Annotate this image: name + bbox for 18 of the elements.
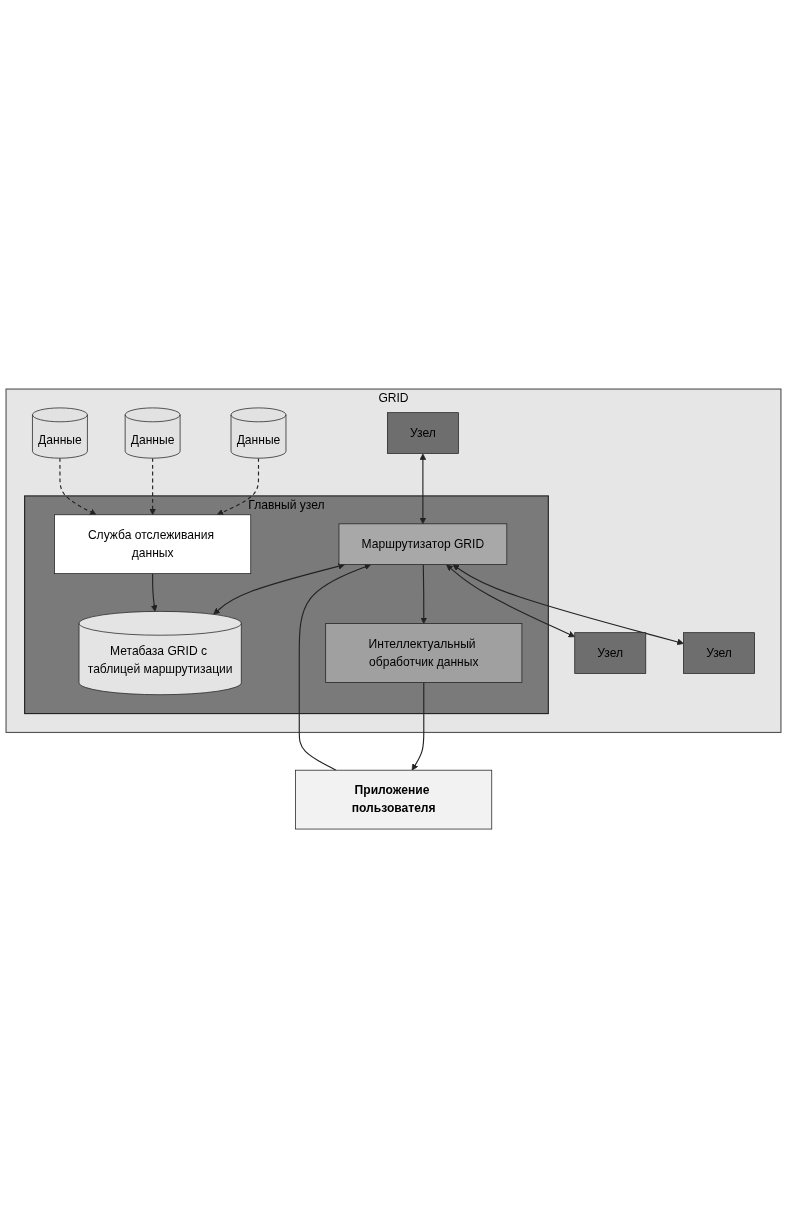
arrow	[452, 564, 684, 646]
arrow	[216, 458, 260, 516]
node-box: Приложение пользователя	[295, 770, 493, 830]
node-box: Узел	[387, 412, 459, 455]
node-box: Узел	[683, 632, 755, 675]
node-box: Узел	[574, 632, 647, 675]
node-box: Маршрутизатор GRID	[338, 523, 508, 566]
arrow	[420, 564, 428, 625]
arrow	[59, 458, 97, 516]
arrow	[419, 453, 427, 525]
node-box: Служба отслеживания данных	[54, 514, 252, 575]
arrow	[298, 564, 372, 772]
arrow	[411, 682, 425, 771]
arrow	[150, 573, 158, 613]
arrow	[213, 563, 345, 616]
node-box: Интеллектуальный обработчик данных	[325, 623, 523, 684]
arrow	[149, 458, 156, 516]
arrow	[446, 564, 576, 638]
